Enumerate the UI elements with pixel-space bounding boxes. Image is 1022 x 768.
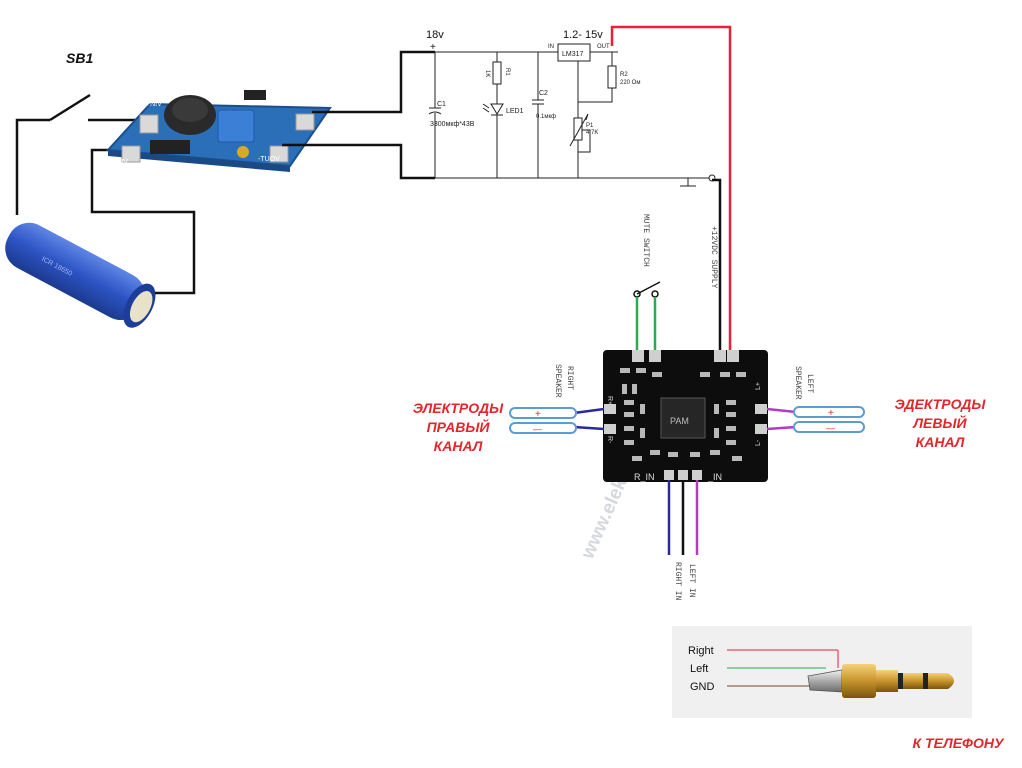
speaker-right-label-1: SPEAKER xyxy=(553,364,562,398)
led1-label: LED1 xyxy=(506,108,524,115)
mute-switch-label: MUTE SWITCH xyxy=(641,214,650,267)
capacitor-c1 xyxy=(428,52,442,178)
ground-symbol xyxy=(680,178,696,187)
left-electrodes xyxy=(793,406,865,433)
right-electrode-plus: + xyxy=(535,409,541,420)
module-out-plus-label: +TUOV xyxy=(286,98,310,105)
electrodes-right-line-3: КАНАЛ xyxy=(433,438,483,454)
lm317-regulator xyxy=(557,43,591,102)
resistor-r1 xyxy=(492,52,502,104)
trimmer-pot xyxy=(217,109,255,143)
left-in-label: LEFT IN xyxy=(687,564,696,598)
module-out-minus-label: -TUOV xyxy=(258,156,280,163)
r-minus-label: R- xyxy=(606,436,613,444)
speaker-right-label-2: RIGHT xyxy=(565,366,574,390)
l-in-label: _IN xyxy=(707,472,722,482)
r2-label: R2 xyxy=(620,72,628,78)
c1-label: C1 xyxy=(437,101,446,108)
right-electrodes xyxy=(509,407,577,434)
l-plus-label: L+ xyxy=(755,382,762,390)
capacitor-c2 xyxy=(532,52,544,178)
amplifier-chip xyxy=(660,397,706,439)
electrodes-left-label: ЭДЕКТРОДЫ ЛЕВЫЙ КАНАЛ xyxy=(882,395,998,452)
supply-label: +12VDC SUPPLY xyxy=(709,226,718,289)
r2-value: 220 Ом xyxy=(620,80,640,86)
jack-gnd-label: GND xyxy=(690,681,715,693)
supply-wire xyxy=(610,25,732,352)
left-electrode-plus: + xyxy=(828,408,834,419)
resistor-r2 xyxy=(578,52,617,103)
chip-label: PAM xyxy=(670,416,689,426)
pin-out-label: OUT xyxy=(597,44,610,50)
battery-wires xyxy=(90,148,196,295)
voltage-in-label: 18v xyxy=(426,29,444,41)
module-in-plus-label: +NIV xyxy=(146,101,162,108)
left-channel-wires xyxy=(766,407,797,431)
jack-right-label: Right xyxy=(688,645,714,657)
p1-value: 4.7K xyxy=(586,130,598,136)
to-phone-label: К ТЕЛЕФОНУ xyxy=(912,735,1004,751)
boost-converter-module: +TUOV -TUOV -NIV +NIV xyxy=(105,90,332,172)
right-electrode-minus: — xyxy=(533,424,542,434)
c2-label: C2 xyxy=(539,90,548,97)
led1 xyxy=(482,103,504,178)
input-wires xyxy=(667,480,699,555)
plus-sign: + xyxy=(430,42,436,53)
module-in-minus-label: -NIV xyxy=(114,159,128,166)
module-output-wires xyxy=(282,50,435,180)
potentiometer-p1 xyxy=(569,102,591,178)
speaker-left-label-1: SPEAKER xyxy=(793,366,802,400)
r-in-label: R_IN xyxy=(634,472,655,482)
speaker-left-label-2: LEFT xyxy=(805,374,814,393)
left-electrode-minus: — xyxy=(826,423,835,433)
pin-in-label: IN xyxy=(548,44,554,50)
ground-wire xyxy=(712,178,722,352)
mute-switch xyxy=(633,281,661,298)
r1-value: 1K xyxy=(484,70,490,77)
electrodes-left-line-1: ЭДЕКТРОДЫ xyxy=(894,396,986,412)
power-rails xyxy=(435,51,712,179)
c1-value: 3300мкф*43В xyxy=(430,121,475,128)
electrodes-left-line-3: КАНАЛ xyxy=(915,434,965,450)
p1-label: P1 xyxy=(586,123,594,129)
jack-left-label: Left xyxy=(690,663,708,675)
l-minus-label: L- xyxy=(755,439,762,446)
electrodes-right-line-1: ЭЛЕКТРОДЫ xyxy=(412,400,504,416)
switch-label: SB1 xyxy=(66,50,93,66)
right-channel-wires xyxy=(573,407,605,431)
audio-jack-inset xyxy=(672,626,972,718)
electrodes-right-line-2: ПРАВЫЙ xyxy=(426,419,490,435)
right-in-label: RIGHT IN xyxy=(673,562,682,601)
r1-label: R1 xyxy=(504,68,510,76)
amplifier-board: PAM R_IN _IN R+ R- L+ L- xyxy=(603,350,768,482)
r-plus-label: R+ xyxy=(606,396,613,405)
mute-wires xyxy=(635,297,657,352)
c2-value: 0.1мкф xyxy=(536,114,556,120)
electrodes-left-line-2: ЛЕВЫЙ xyxy=(913,415,967,431)
lm317-label: LM317 xyxy=(562,51,584,58)
battery: ICR 18650 xyxy=(5,222,156,328)
voltage-out-label: 1.2- 15v xyxy=(563,29,603,41)
electrodes-right-label: ЭЛЕКТРОДЫ ПРАВЫЙ КАНАЛ xyxy=(400,399,516,456)
